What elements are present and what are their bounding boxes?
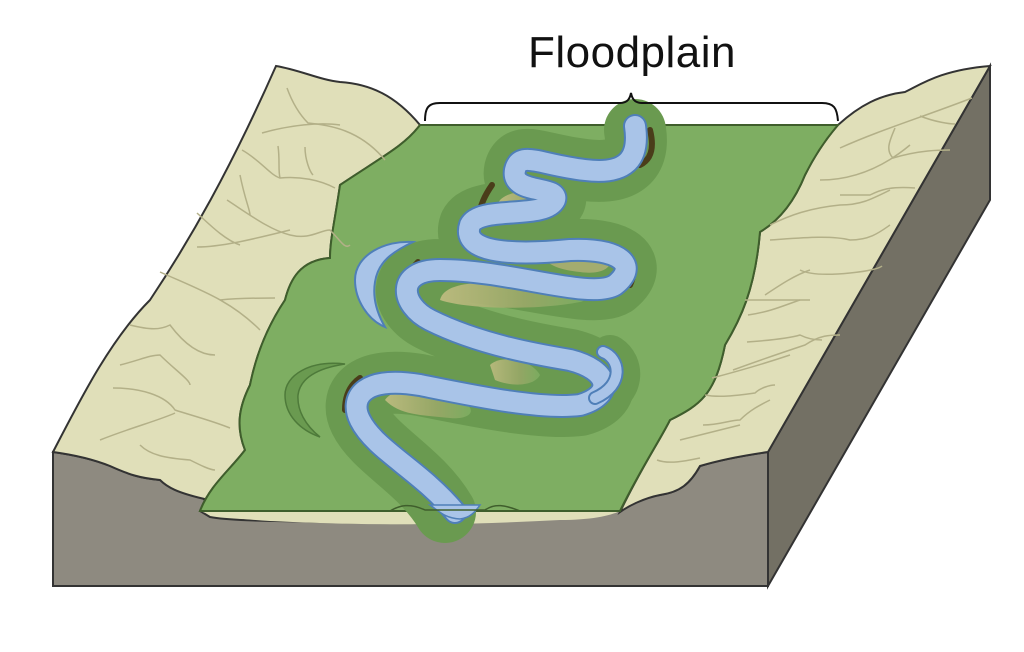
- meander-neck-branch: [588, 345, 624, 405]
- floodplain-bracket: [424, 92, 839, 122]
- left-hillside-drainage-lines: [99, 87, 386, 471]
- floodplain-label: Floodplain: [527, 28, 737, 77]
- alluvium-front-strip: [200, 511, 620, 525]
- meandering-river: [344, 114, 648, 524]
- abandoned-meander-scar: [284, 362, 346, 438]
- floodplain-front-edge: [200, 504, 620, 512]
- right-hillside-drainage-lines: [656, 97, 973, 463]
- oxbow-lake: [353, 240, 417, 330]
- river-mouth: [427, 504, 482, 520]
